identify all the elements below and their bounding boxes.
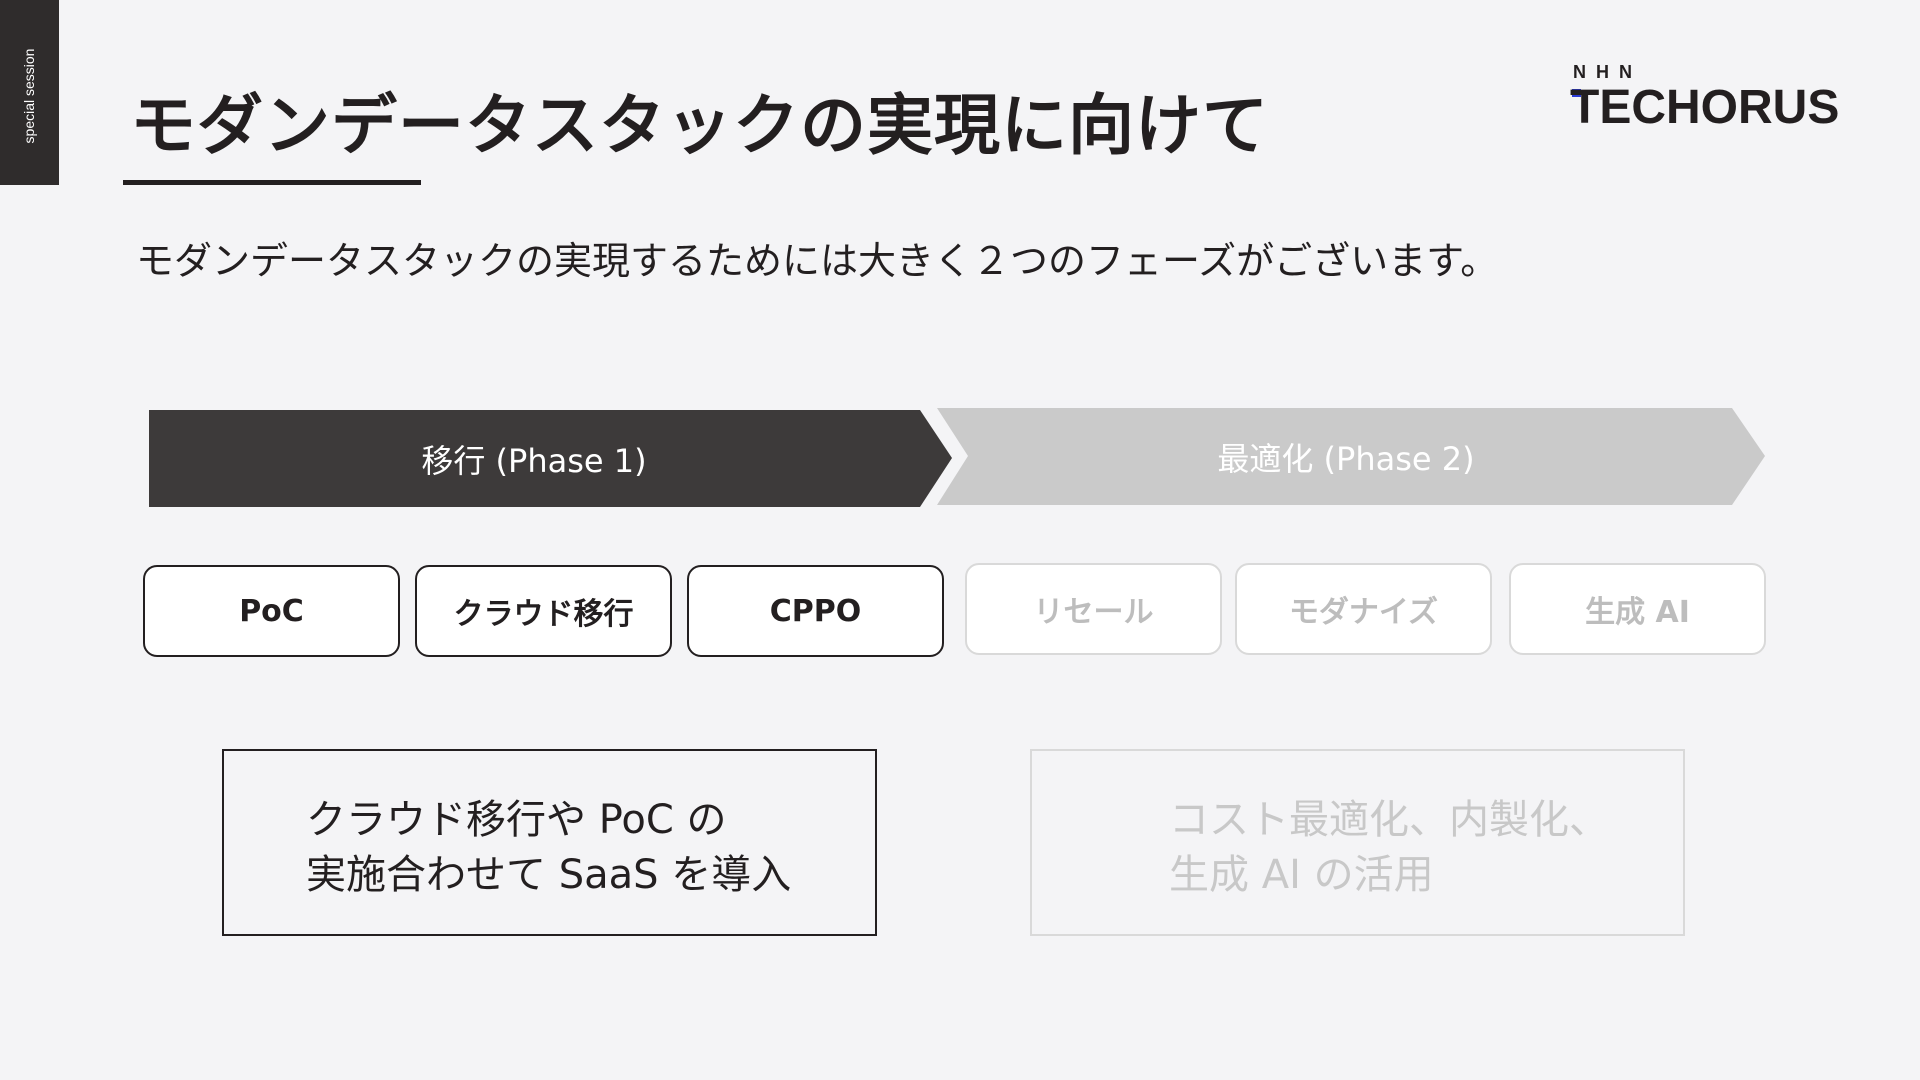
phase-2-arrow (937, 408, 1765, 505)
logo-main-text: TECHORUS (1570, 81, 1840, 134)
step-cppo: CPPO (687, 565, 944, 657)
side-tab: special session (0, 0, 59, 185)
logo-accent-mark (1572, 89, 1581, 97)
phase-1-description: クラウド移行や PoC の 実施合わせて SaaS を導入 (222, 749, 877, 936)
step-poc: PoC (143, 565, 400, 657)
page-title: モダンデータスタックの実現に向けて (130, 87, 1269, 164)
phase-2-label: 最適化 (Phase 2) (1217, 440, 1475, 478)
step-modernize: モダナイズ (1235, 563, 1492, 655)
description-line: コスト最適化、内製化、 (1169, 797, 1609, 843)
description-line: 生成 AI の活用 (1169, 852, 1434, 898)
description-line: クラウド移行や PoC の (306, 797, 727, 843)
subtitle: モダンデータスタックの実現するためには大きく２つのフェーズがございます。 (136, 239, 1499, 283)
step-cloud-migration: クラウド移行 (415, 565, 672, 657)
phase-1-arrow (149, 410, 952, 507)
step-resale: リセール (965, 563, 1222, 655)
logo-small-text: NHN (1573, 62, 1642, 82)
title-underline (123, 180, 421, 185)
phase-1-label: 移行 (Phase 1) (421, 442, 647, 480)
step-generative-ai: 生成 AI (1509, 563, 1766, 655)
phase-2-description: コスト最適化、内製化、 生成 AI の活用 (1030, 749, 1685, 936)
techorus-logo: NHN TECHORUS (1570, 62, 1860, 134)
description-line: 実施合わせて SaaS を導入 (306, 852, 792, 898)
